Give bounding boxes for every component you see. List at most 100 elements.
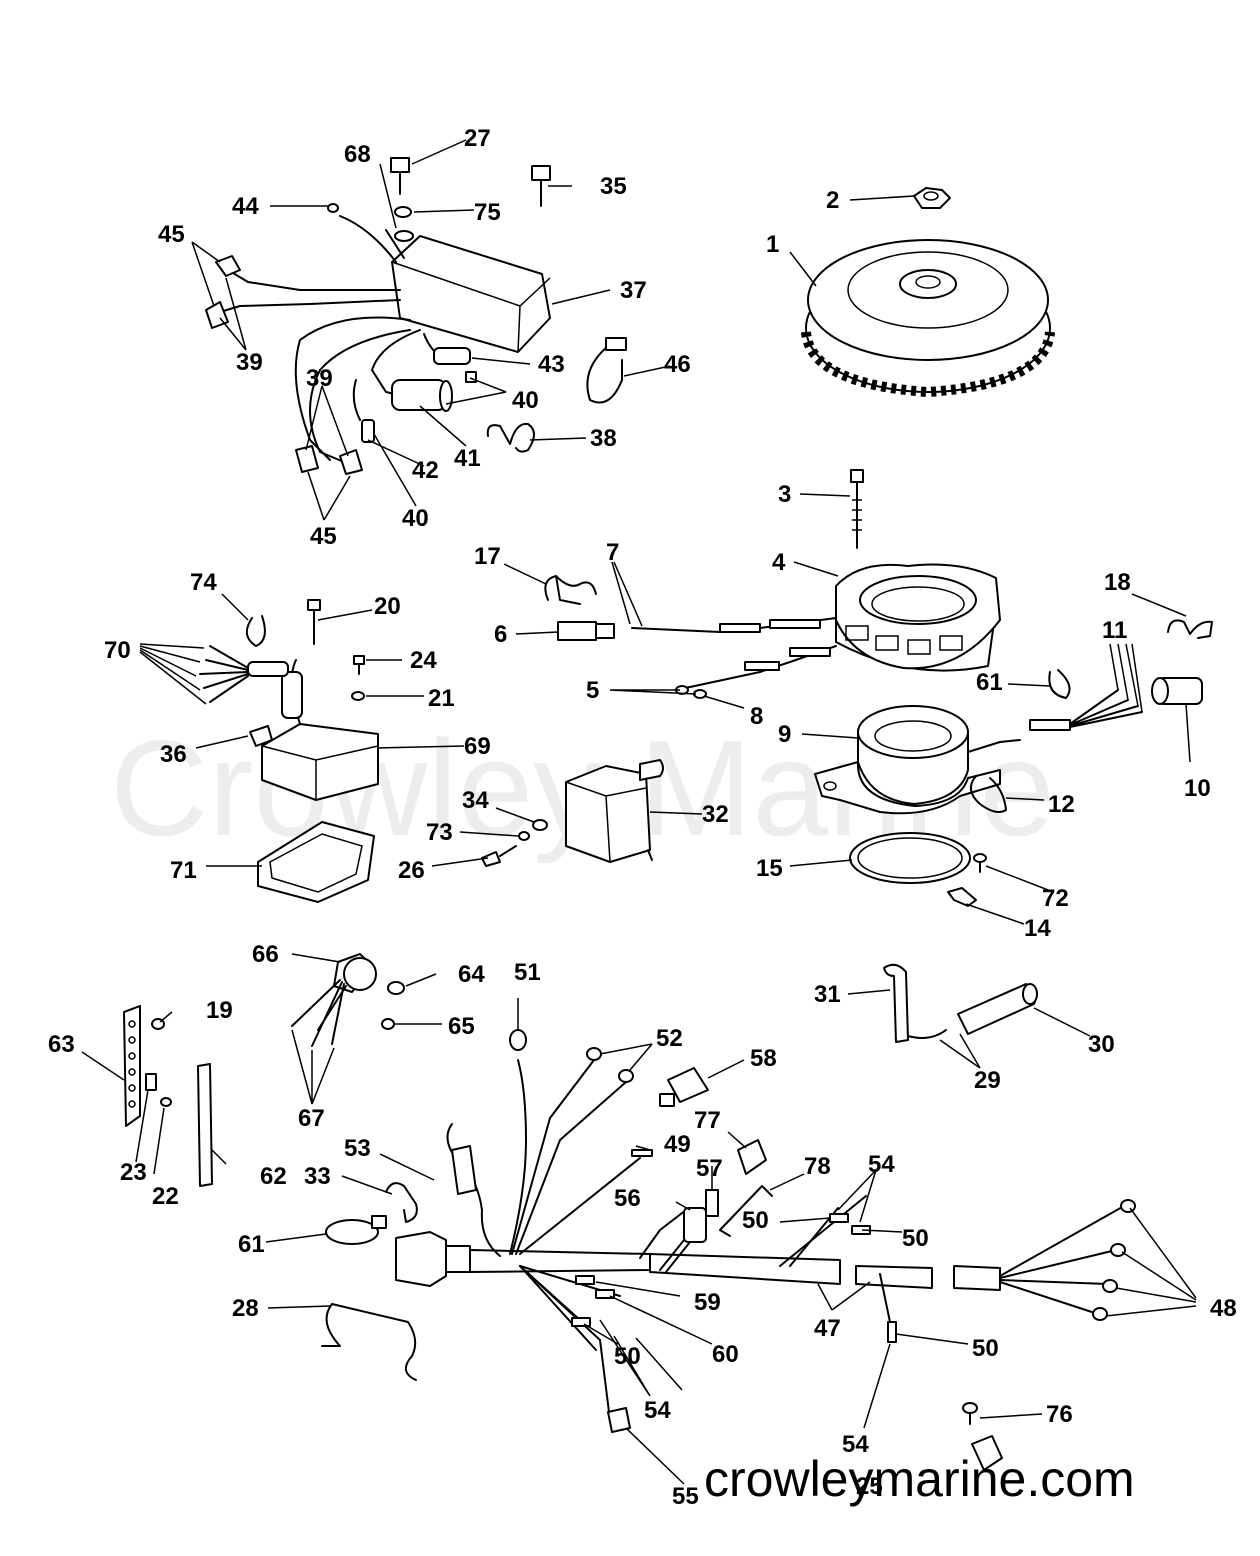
power-pack-part (219, 215, 551, 463)
callout-52: 52 (656, 1025, 683, 1052)
callout-43: 43 (538, 351, 565, 378)
connector-50-c-part (887, 1321, 897, 1343)
clip-17-part (544, 575, 597, 605)
connector-58-part (659, 1067, 709, 1107)
callout-60: 60 (712, 1341, 739, 1368)
terminal-59-part (575, 1275, 595, 1285)
bracket-28-part (321, 1303, 417, 1381)
callout-54b: 54 (644, 1397, 671, 1424)
ring-terminal-48-c-part (1102, 1279, 1118, 1293)
callout-45b: 45 (310, 523, 337, 550)
callout-30: 30 (1088, 1031, 1115, 1058)
connector-77-part (737, 1139, 767, 1175)
screw-64-part (387, 981, 405, 995)
callout-32: 32 (702, 801, 729, 828)
callout-40a: 40 (512, 387, 539, 414)
callout-27: 27 (464, 125, 491, 152)
callout-7: 7 (606, 539, 619, 566)
washer-21-part (351, 691, 365, 701)
callout-47: 47 (814, 1315, 841, 1342)
bolt-27-part (390, 157, 410, 195)
clip-38-part (486, 422, 535, 453)
connector-43-part (433, 347, 477, 383)
callout-76: 76 (1046, 1401, 1073, 1428)
callout-51: 51 (514, 959, 541, 986)
callout-23: 23 (120, 1159, 147, 1186)
ignition-coil-part (565, 759, 664, 863)
callout-64: 64 (458, 961, 485, 988)
sleeve-62-part (197, 1063, 213, 1187)
boot-45-a-part (215, 255, 241, 277)
callout-70: 70 (104, 637, 131, 664)
switch-66-part (291, 953, 377, 1047)
callout-73: 73 (426, 819, 453, 846)
clip-78-part (719, 1185, 773, 1237)
ring-terminal-48-a-part (1120, 1199, 1136, 1213)
callout-58: 58 (750, 1045, 777, 1072)
callout-44: 44 (232, 193, 259, 220)
stator-leads (631, 617, 837, 699)
callout-18: 18 (1104, 569, 1131, 596)
callout-19: 19 (206, 997, 233, 1024)
callout-42: 42 (412, 457, 439, 484)
callout-40b: 40 (402, 505, 429, 532)
lead-49-part (631, 1149, 653, 1157)
gasket-part (257, 821, 375, 903)
callout-72: 72 (1042, 885, 1069, 912)
callout-53: 53 (344, 1135, 371, 1162)
ring-terminal-48-b-part (1110, 1243, 1126, 1257)
strap-46-part (586, 337, 627, 404)
footer-url: crowleymarine.com (704, 1451, 1135, 1507)
bolt-3-part (850, 469, 864, 549)
callout-28: 28 (232, 1295, 259, 1322)
callout-10: 10 (1184, 775, 1211, 802)
callout-34: 34 (462, 787, 489, 814)
callout-65: 65 (448, 1013, 475, 1040)
callout-39a: 39 (236, 349, 263, 376)
callout-55: 55 (672, 1483, 699, 1510)
callout-15: 15 (756, 855, 783, 882)
boot-45-d-part (339, 449, 363, 475)
callout-56: 56 (614, 1185, 641, 1212)
callout-48: 48 (1210, 1295, 1237, 1322)
callout-50b: 50 (902, 1225, 929, 1252)
callout-63: 63 (48, 1031, 75, 1058)
clamp-25-part (971, 1435, 1003, 1471)
callout-62: 62 (260, 1163, 287, 1190)
callout-12: 12 (1048, 791, 1075, 818)
callout-45a: 45 (158, 221, 185, 248)
connector-41-part (391, 379, 453, 412)
callout-17: 17 (474, 543, 501, 570)
connector-56-part (659, 1189, 719, 1273)
clip-23-part (145, 1073, 157, 1091)
callout-57: 57 (696, 1155, 723, 1182)
ring-terminal-52-a-part (586, 1047, 602, 1061)
callout-14: 14 (1024, 915, 1051, 942)
terminal-44-part (327, 203, 339, 213)
fuse-holder-part (451, 1145, 477, 1195)
callout-37: 37 (620, 277, 647, 304)
boot-31-part (883, 963, 947, 1043)
callout-6: 6 (494, 621, 507, 648)
strap-61-lower-part (325, 1215, 387, 1245)
callout-78: 78 (804, 1153, 831, 1180)
lockwasher-75-part (394, 206, 412, 218)
callout-25: 25 (856, 1473, 883, 1500)
callout-24: 24 (410, 647, 437, 674)
callout-1: 1 (766, 231, 779, 258)
bolt-26-part (481, 845, 517, 867)
callout-4: 4 (772, 549, 786, 576)
callout-54a: 54 (868, 1151, 895, 1178)
callout-29: 29 (974, 1067, 1001, 1094)
strap-74-part (245, 615, 266, 647)
callout-36: 36 (160, 741, 187, 768)
terminal-55-part (607, 1407, 631, 1433)
callout-66: 66 (252, 941, 279, 968)
callout-3: 3 (778, 481, 791, 508)
timer-leads-part (1029, 677, 1203, 731)
timer-base-part (814, 705, 1021, 815)
callout-69: 69 (464, 733, 491, 760)
callout-2: 2 (826, 187, 839, 214)
flywheel-part (801, 239, 1055, 398)
